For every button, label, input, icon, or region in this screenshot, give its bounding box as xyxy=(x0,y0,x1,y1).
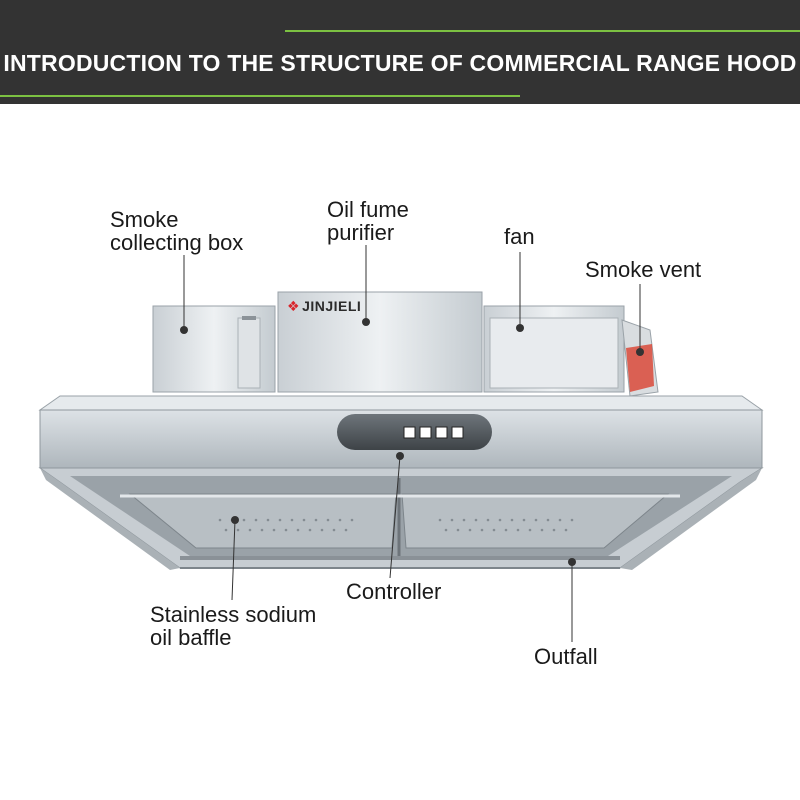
label-smoke-collecting-box: Smoke collecting box xyxy=(110,208,243,254)
oil-baffle-right xyxy=(401,493,670,549)
controller-button-3 xyxy=(435,426,448,439)
smoke-vent-opening xyxy=(626,344,654,392)
fan-panel xyxy=(489,317,619,389)
box-inner-slot xyxy=(237,317,261,389)
label-line: Stainless sodium xyxy=(150,602,317,627)
label-fan: fan xyxy=(504,224,535,249)
controller-button-1 xyxy=(403,426,416,439)
box-slot-handle xyxy=(242,316,256,320)
banner-accent-line-bottom xyxy=(0,95,520,97)
oil-fume-purifier-box xyxy=(277,291,483,393)
baffle-perforations xyxy=(218,518,574,532)
label-smoke-vent: Smoke vent xyxy=(585,257,702,282)
label-line: Smoke xyxy=(110,207,179,232)
label-oil-baffle: Stainless sodium oil baffle xyxy=(150,603,316,649)
flame-logo-icon: ❖ xyxy=(287,298,301,314)
label-line: oil baffle xyxy=(150,625,232,650)
hood-rim-right xyxy=(620,468,762,570)
brand-logo: ❖JINJIELI xyxy=(287,298,361,315)
controller-button-2 xyxy=(419,426,432,439)
header-banner: INTRODUCTION TO THE STRUCTURE OF COMMERC… xyxy=(0,0,800,104)
label-line: purifier xyxy=(327,220,395,245)
leader-dots xyxy=(180,318,644,566)
banner-accent-line-top xyxy=(285,30,800,32)
label-line: Oil fume xyxy=(327,197,409,222)
brand-name: JINJIELI xyxy=(302,298,362,314)
label-line: collecting box xyxy=(110,230,244,255)
hood-top-slab xyxy=(38,395,764,411)
hood-rim-left xyxy=(40,468,180,570)
label-controller: Controller xyxy=(346,579,442,604)
leader-lines xyxy=(183,245,641,642)
controller-button-4 xyxy=(451,426,464,439)
page-title: INTRODUCTION TO THE STRUCTURE OF COMMERC… xyxy=(3,50,797,76)
label-oil-fume-purifier: Oil fume purifier xyxy=(327,198,409,244)
label-outfall: Outfall xyxy=(534,644,598,669)
